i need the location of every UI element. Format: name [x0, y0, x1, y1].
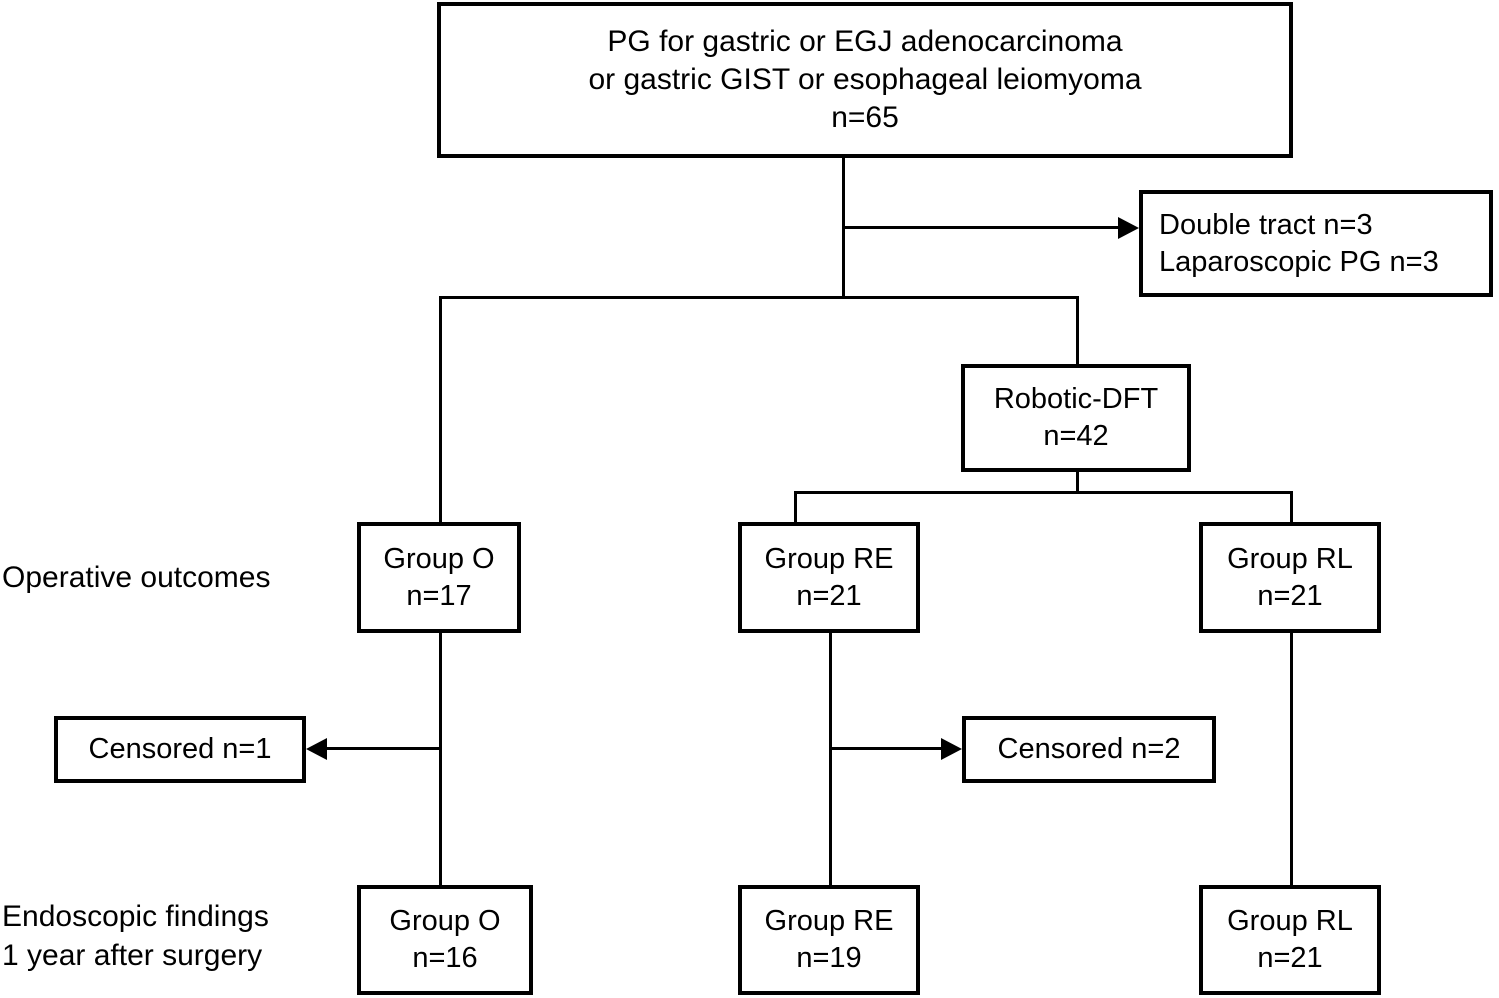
stage-label-endoscopic-line-2: 1 year after surgery [2, 939, 263, 972]
node-operative-group-rl-line-2: n=21 [1257, 579, 1323, 612]
node-enrolled-line-1: PG for gastric or EGJ adenocarcinoma [607, 25, 1123, 59]
stage-label-operative-line-1: Operative outcomes [2, 561, 271, 594]
stage-label-endoscopic-line-1: Endoscopic findings [2, 900, 269, 933]
connector-exclusion-arrow-line [842, 226, 1122, 229]
node-robotic-dft[interactable]: Robotic-DFT n=42 [961, 364, 1191, 472]
node-endoscopic-group-re[interactable]: Group RE n=19 [738, 885, 920, 995]
node-endoscopic-group-o[interactable]: Group O n=16 [357, 885, 533, 995]
connector-censored-o-line [327, 747, 441, 750]
node-censored-group-o-line-1: Censored n=1 [88, 733, 272, 766]
node-censored-group-o[interactable]: Censored n=1 [54, 716, 306, 783]
node-endoscopic-group-o-line-2: n=16 [412, 942, 478, 974]
node-excluded[interactable]: Double tract n=3 Laparoscopic PG n=3 [1139, 190, 1493, 297]
connector-censored-re-line [829, 747, 942, 750]
node-robotic-dft-line-1: Robotic-DFT [993, 383, 1159, 416]
connector-split-right-arm [1076, 296, 1079, 366]
node-endoscopic-group-rl[interactable]: Group RL n=21 [1199, 885, 1381, 995]
node-endoscopic-group-rl-line-2: n=21 [1257, 942, 1323, 974]
node-enrolled-line-3: n=65 [831, 100, 899, 134]
node-enrolled-line-2: or gastric GIST or esophageal leiomyoma [588, 63, 1142, 97]
connector-group-re-column [829, 631, 832, 887]
node-endoscopic-group-rl-line-1: Group RL [1227, 905, 1353, 938]
node-censored-group-re[interactable]: Censored n=2 [962, 716, 1216, 783]
connector-robotic-trunk [1076, 470, 1079, 494]
node-operative-group-re[interactable]: Group RE n=21 [738, 522, 920, 633]
node-operative-group-o-line-2: n=17 [406, 579, 472, 612]
connector-split-row-2 [794, 491, 1293, 494]
censored-o-arrowhead-icon [306, 738, 327, 760]
node-operative-group-rl[interactable]: Group RL n=21 [1199, 522, 1381, 633]
connector-split-left-arm [439, 296, 442, 524]
node-operative-group-rl-line-1: Group RL [1227, 542, 1353, 575]
node-operative-group-o-line-1: Group O [383, 542, 495, 575]
stage-label-operative-outcomes: Operative outcomes [2, 558, 322, 597]
node-operative-group-o[interactable]: Group O n=17 [357, 522, 521, 633]
node-operative-group-re-line-1: Group RE [764, 542, 894, 575]
stage-label-endoscopic-findings: Endoscopic findings 1 year after surgery [2, 897, 342, 975]
node-excluded-line-1: Double tract n=3 [1159, 208, 1373, 241]
exclusion-arrowhead-icon [1118, 217, 1139, 239]
connector-split-row-1 [439, 296, 1079, 299]
node-enrolled-cohort[interactable]: PG for gastric or EGJ adenocarcinoma or … [437, 2, 1293, 158]
connector-group-o-column [439, 631, 442, 887]
node-excluded-line-2: Laparoscopic PG n=3 [1159, 245, 1439, 278]
connector-group-rl-column [1290, 631, 1293, 887]
node-endoscopic-group-re-line-2: n=19 [796, 942, 862, 974]
node-endoscopic-group-o-line-1: Group O [389, 905, 501, 938]
connector-split-arm-rl [1290, 491, 1293, 524]
connector-split-arm-re [794, 491, 797, 524]
censored-re-arrowhead-icon [941, 738, 962, 760]
node-operative-group-re-line-2: n=21 [796, 579, 862, 612]
node-endoscopic-group-re-line-1: Group RE [764, 905, 894, 938]
node-censored-group-re-line-1: Censored n=2 [997, 733, 1181, 766]
node-robotic-dft-line-2: n=42 [1043, 420, 1109, 452]
